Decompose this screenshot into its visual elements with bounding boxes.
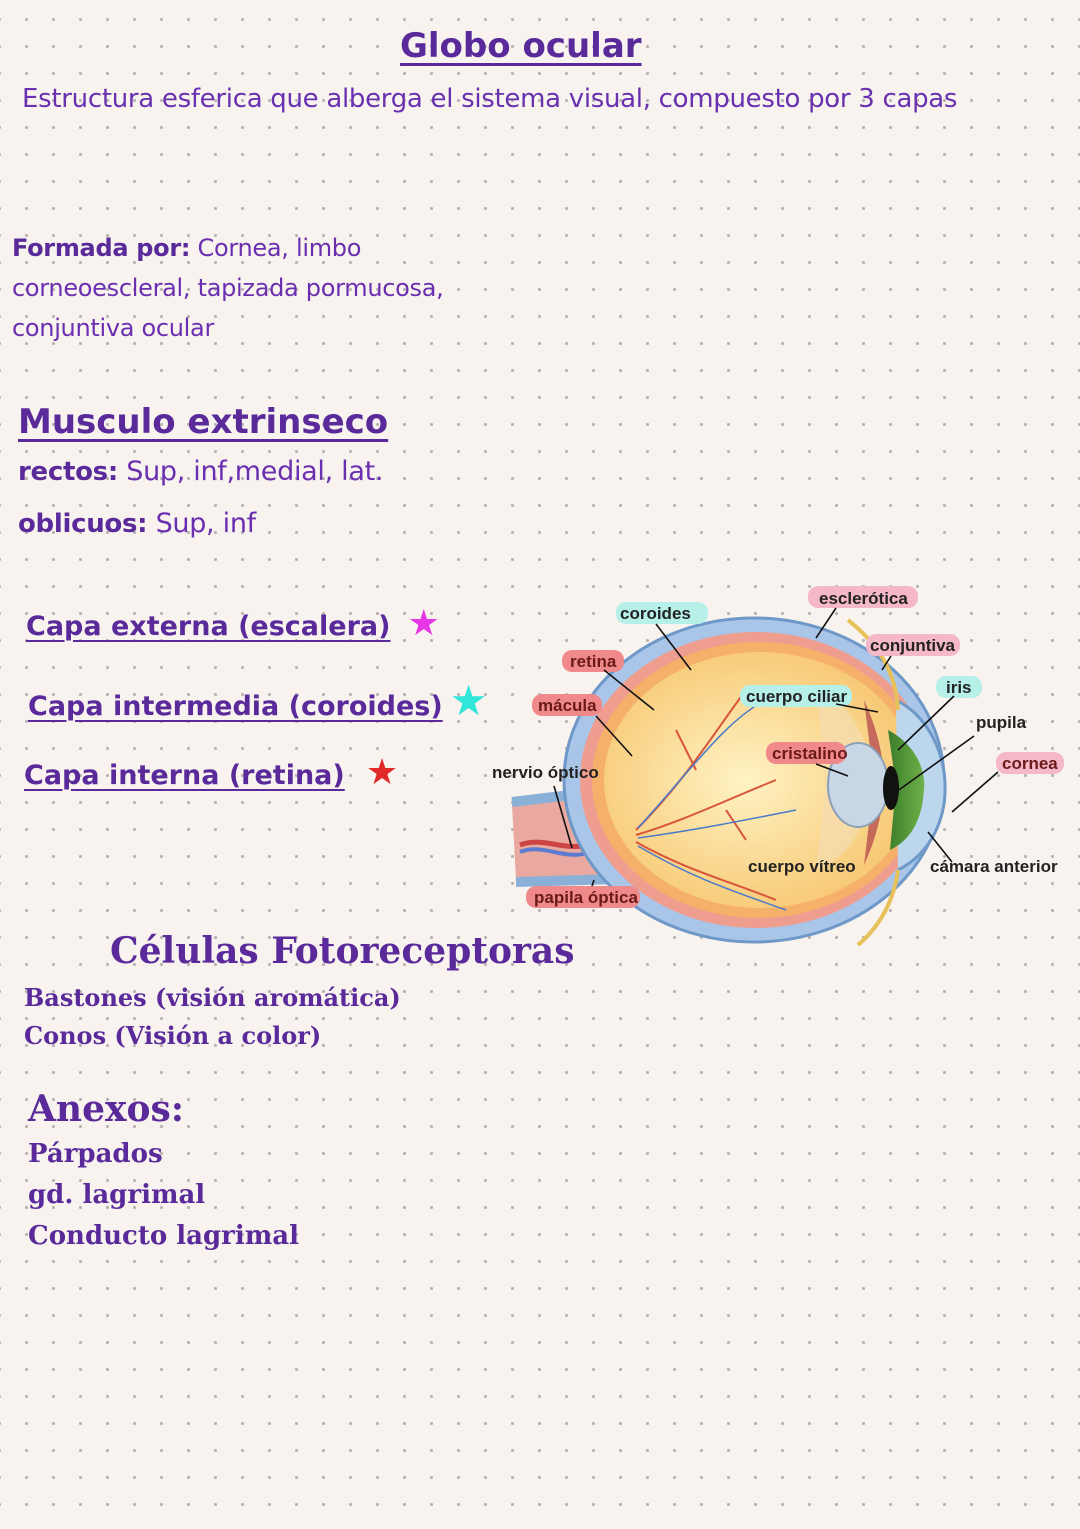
formada-por-label: Formada por:	[12, 234, 191, 262]
label-cristalino: cristalino	[772, 744, 848, 763]
anexos-item: Párpados	[28, 1139, 163, 1169]
label-macula: mácula	[538, 696, 597, 715]
label-cornea: cornea	[1002, 754, 1058, 773]
page-subtitle: Estructura esferica que alberga el siste…	[22, 84, 958, 114]
capa-interna-label: Capa interna (retina)	[24, 760, 345, 791]
conjunctiva-shape	[846, 618, 900, 711]
oblicuos-value: Sup, inf	[155, 508, 257, 539]
page-title: Globo ocular	[400, 26, 642, 66]
formada-por-line1: Cornea, limbo	[197, 234, 362, 262]
star-icon: ★	[449, 676, 488, 725]
label-papila-optica: papila óptica	[534, 888, 638, 907]
anexos-item: Conducto lagrimal	[28, 1221, 299, 1251]
celulas-item: Conos (Visión a color)	[24, 1021, 322, 1050]
anexos-item: gd. lagrimal	[28, 1180, 206, 1210]
celulas-item: Bastones (visión aromática)	[24, 983, 401, 1012]
label-coroides: coroides	[620, 604, 691, 623]
capa-externa: Capa externa (escalera) ★	[26, 603, 440, 644]
label-iris: iris	[946, 678, 972, 697]
capa-externa-label: Capa externa (escalera)	[26, 611, 391, 642]
rectos-value: Sup, inf,medial, lat.	[126, 456, 384, 487]
label-camara-anterior: cámara anterior	[930, 857, 1058, 876]
iris-shape	[888, 730, 925, 850]
musculo-title: Musculo extrinseco	[18, 402, 389, 442]
rectos-line: rectos: Sup, inf,medial, lat.	[18, 456, 383, 487]
eye-diagram: coroides esclerótica conjuntiva retina i…	[492, 586, 1064, 947]
formada-por-line2: corneoescleral, tapizada pormucosa,	[12, 274, 444, 302]
celulas-title: Células Fotoreceptoras	[110, 930, 575, 972]
capa-intermedia: Capa intermedia (coroides) ★	[28, 676, 487, 725]
capa-interna: Capa interna (retina) ★	[24, 752, 398, 793]
star-icon: ★	[407, 603, 440, 644]
rectos-label: rectos:	[18, 457, 118, 487]
label-esclerotica: esclerótica	[819, 589, 908, 608]
formada-por-block: Formada por: Cornea, limbo corneoesclera…	[12, 228, 472, 348]
label-retina: retina	[570, 652, 617, 671]
oblicuos-label: oblicuos:	[18, 509, 148, 539]
label-cuerpo-vitreo: cuerpo vítreo	[748, 857, 856, 876]
label-conjuntiva: conjuntiva	[870, 636, 956, 655]
formada-por-line3: conjuntiva ocular	[12, 314, 215, 342]
label-cuerpo-ciliar: cuerpo ciliar	[746, 687, 847, 706]
anexos-title: Anexos:	[28, 1088, 185, 1130]
label-pupila: pupila	[976, 713, 1027, 732]
capa-intermedia-label: Capa intermedia (coroides)	[28, 691, 443, 722]
pupil-shape	[883, 766, 899, 810]
label-nervio-optico: nervio óptico	[492, 763, 599, 782]
oblicuos-line: oblicuos: Sup, inf	[18, 508, 256, 539]
star-icon: ★	[365, 752, 399, 793]
